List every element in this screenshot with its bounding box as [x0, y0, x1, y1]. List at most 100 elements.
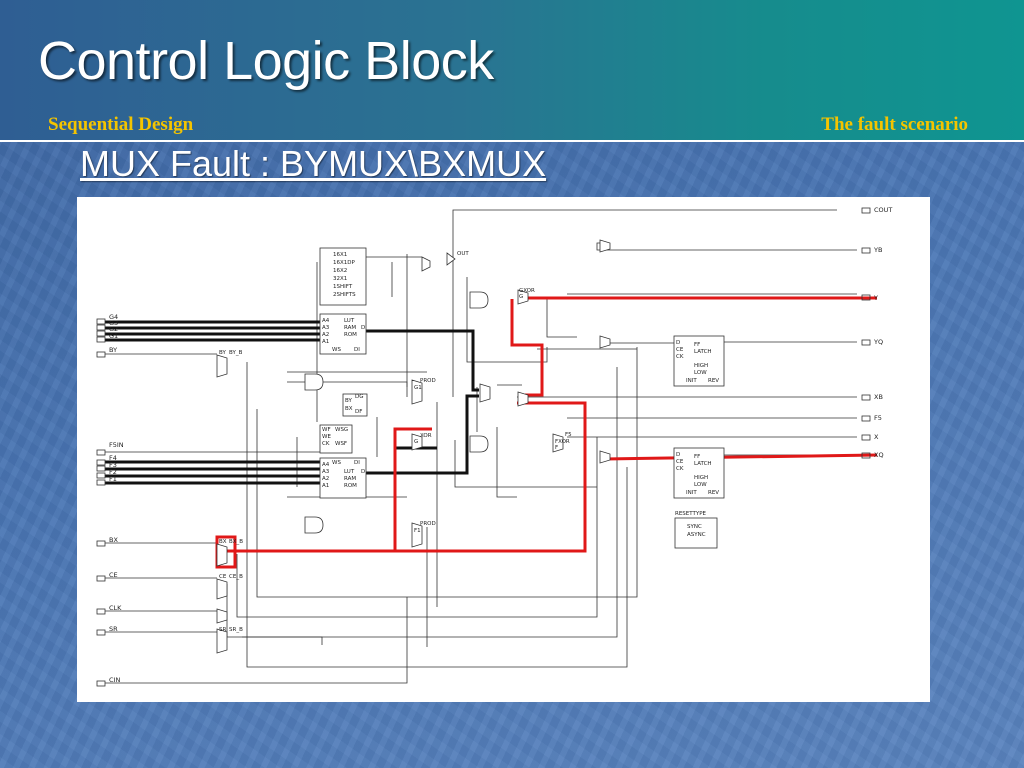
svg-text:16X2: 16X2 — [333, 268, 347, 274]
reset-type-box: RESETTYPE SYNC ASYNC — [675, 511, 707, 538]
svg-text:XQ: XQ — [874, 451, 884, 459]
svg-text:CIN: CIN — [109, 676, 120, 684]
config-mode-box: 16X1 16X1DP 16X2 32X1 1SHIFT 2SHIFTS — [333, 252, 356, 298]
svg-text:RAM: RAM — [344, 325, 356, 331]
svg-text:REV: REV — [708, 490, 719, 496]
svg-text:BY: BY — [345, 398, 352, 404]
svg-text:SR_B: SR_B — [229, 627, 243, 633]
svg-text:WSG: WSG — [335, 427, 348, 433]
svg-text:CLK: CLK — [109, 604, 122, 612]
svg-text:D: D — [676, 452, 680, 458]
svg-text:F5: F5 — [565, 432, 572, 438]
svg-text:XOR: XOR — [420, 433, 432, 439]
svg-text:BX_B: BX_B — [229, 539, 243, 545]
svg-text:G4: G4 — [109, 313, 118, 321]
output-labels: COUT YB Y YQ XB F5 X XQ — [873, 206, 892, 459]
highlight-paths — [105, 320, 479, 485]
svg-text:16X1DP: 16X1DP — [333, 260, 356, 266]
svg-text:SYNC: SYNC — [687, 524, 702, 530]
by-bx-box: BY BX DG DF — [345, 394, 364, 415]
svg-text:D: D — [676, 340, 680, 346]
svg-text:BY: BY — [219, 350, 226, 356]
svg-text:WF: WF — [322, 427, 331, 433]
svg-text:LUT: LUT — [344, 469, 355, 475]
svg-text:RESETTYPE: RESETTYPE — [675, 511, 707, 517]
svg-text:CE: CE — [109, 571, 118, 579]
svg-text:F4: F4 — [109, 454, 117, 462]
svg-text:RAM: RAM — [344, 476, 356, 482]
svg-text:D: D — [361, 469, 365, 475]
components — [216, 239, 725, 654]
svg-text:HIGH: HIGH — [694, 475, 708, 481]
svg-text:LATCH: LATCH — [694, 349, 712, 355]
svg-text:F2: F2 — [109, 468, 117, 476]
subtitle-left: Sequential Design — [48, 114, 194, 135]
svg-text:FF: FF — [694, 454, 700, 460]
svg-text:A3: A3 — [322, 469, 330, 475]
svg-text:OUT: OUT — [457, 251, 469, 257]
svg-text:CK: CK — [676, 466, 684, 472]
subtitle-right: The fault scenario — [821, 114, 968, 135]
svg-text:DF: DF — [355, 409, 362, 415]
svg-text:BX: BX — [219, 539, 227, 545]
svg-text:G: G — [414, 439, 418, 445]
svg-text:ASYNC: ASYNC — [687, 532, 706, 538]
svg-text:A1: A1 — [322, 483, 329, 489]
svg-text:A1: A1 — [322, 339, 329, 345]
schematic-svg: G4 G3 G2 G1 BY F5IN F4 F3 F2 F1 BX CE CL… — [96, 206, 892, 687]
svg-text:LOW: LOW — [694, 482, 707, 488]
svg-text:DI: DI — [354, 460, 360, 466]
svg-text:A2: A2 — [322, 332, 329, 338]
svg-text:YQ: YQ — [873, 338, 883, 346]
svg-text:D: D — [361, 325, 365, 331]
svg-text:FXOR: FXOR — [555, 439, 570, 445]
svg-text:WS: WS — [332, 460, 341, 466]
svg-text:ROM: ROM — [344, 483, 357, 489]
svg-text:ROM: ROM — [344, 332, 357, 338]
svg-text:SR: SR — [219, 627, 226, 633]
svg-text:F1: F1 — [109, 475, 117, 483]
svg-text:BY: BY — [109, 346, 117, 354]
svg-text:G2: G2 — [109, 325, 118, 333]
svg-text:A4: A4 — [322, 318, 330, 324]
svg-text:FF: FF — [694, 342, 700, 348]
svg-text:Y: Y — [873, 294, 878, 302]
svg-text:BX: BX — [109, 536, 118, 544]
svg-text:BX: BX — [345, 406, 353, 412]
svg-text:YB: YB — [873, 246, 882, 254]
svg-text:32X1: 32X1 — [333, 276, 347, 282]
svg-text:F3: F3 — [109, 461, 117, 469]
svg-text:CE: CE — [219, 574, 227, 580]
svg-text:PROD: PROD — [420, 521, 436, 527]
svg-text:WS: WS — [332, 347, 341, 353]
svg-text:XB: XB — [874, 393, 883, 401]
svg-text:G: G — [519, 294, 523, 300]
svg-text:X: X — [874, 433, 879, 441]
svg-text:2SHIFTS: 2SHIFTS — [333, 292, 356, 298]
lut-g: A4 A3 A2 A1 LUT RAM ROM D WS DI — [322, 318, 365, 353]
svg-text:CK: CK — [676, 354, 684, 360]
svg-text:16X1: 16X1 — [333, 252, 347, 258]
schematic-diagram: G4 G3 G2 G1 BY F5IN F4 F3 F2 F1 BX CE CL… — [77, 197, 930, 702]
svg-text:BY_B: BY_B — [229, 350, 243, 356]
svg-text:G1: G1 — [414, 385, 422, 391]
io-pins — [96, 207, 871, 687]
svg-text:A4: A4 — [322, 462, 330, 468]
svg-text:GXOR: GXOR — [519, 288, 535, 294]
svg-text:PROD: PROD — [420, 378, 436, 384]
title-bar — [0, 0, 1024, 140]
svg-text:SR: SR — [109, 625, 118, 633]
header-divider — [0, 140, 1024, 142]
lut-f: A4 A3 A2 A1 LUT RAM ROM D WS DI — [322, 460, 365, 489]
section-heading: MUX Fault : BYMUX\BXMUX — [80, 143, 547, 184]
input-labels: G4 G3 G2 G1 BY F5IN F4 F3 F2 F1 BX CE CL… — [109, 313, 124, 684]
svg-text:F1: F1 — [414, 528, 421, 534]
slide-title: Control Logic Block — [38, 31, 494, 91]
svg-text:CE: CE — [676, 459, 684, 465]
svg-text:CK: CK — [322, 441, 330, 447]
write-strobe-block: WF WE CK WSG WSF — [322, 427, 348, 447]
svg-text:F: F — [555, 445, 558, 451]
svg-text:G3: G3 — [109, 319, 118, 327]
fault-path — [215, 296, 878, 569]
mux-labels: BY BY_B BX BX_B CE CE_B SR SR_B PROD G1 … — [219, 251, 572, 633]
